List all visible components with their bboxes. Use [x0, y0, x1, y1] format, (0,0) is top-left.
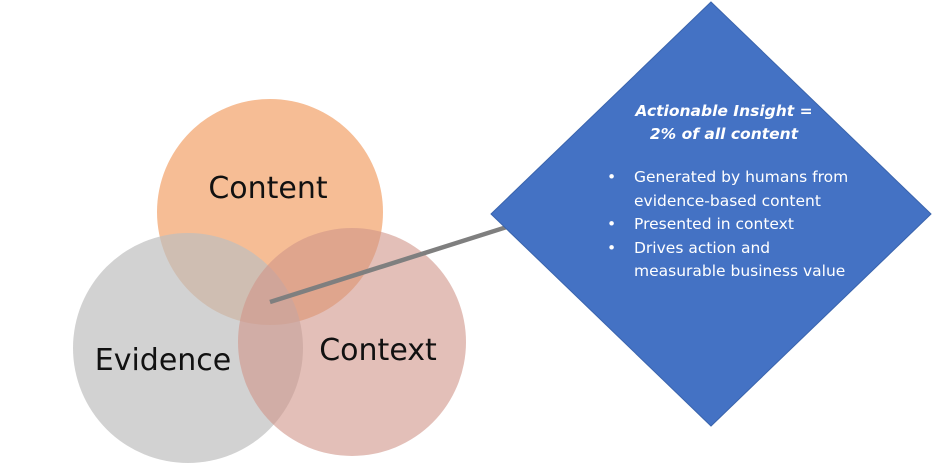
connector-line	[269, 223, 511, 305]
insight-title-line1: Actionable Insight =	[635, 102, 813, 120]
evidence-label: Evidence	[95, 343, 232, 378]
list-item: • Generated by humans from evidence-base…	[590, 166, 850, 213]
bullet-icon: •	[607, 168, 617, 186]
bullet-icon: •	[607, 215, 617, 233]
context-circle	[238, 228, 466, 456]
insight-title: Actionable Insight = 2% of all content	[598, 100, 850, 146]
context-label: Context	[319, 333, 437, 368]
insight-text-block: Actionable Insight = 2% of all content •…	[590, 100, 850, 284]
insight-title-line2: 2% of all content	[649, 125, 799, 143]
insight-bullet-list: • Generated by humans from evidence-base…	[590, 166, 850, 284]
evidence-circle	[73, 233, 303, 463]
list-item: • Presented in context	[590, 213, 850, 237]
bullet-text: Generated by humans from evidence-based …	[634, 168, 849, 210]
bullet-text: Presented in context	[634, 215, 794, 233]
list-item: • Drives action and measurable business …	[590, 237, 850, 284]
bullet-text: Drives action and measurable business va…	[634, 238, 846, 281]
content-label: Content	[208, 171, 328, 206]
bullet-icon: •	[607, 238, 617, 257]
insight-diamond	[490, 1, 932, 427]
